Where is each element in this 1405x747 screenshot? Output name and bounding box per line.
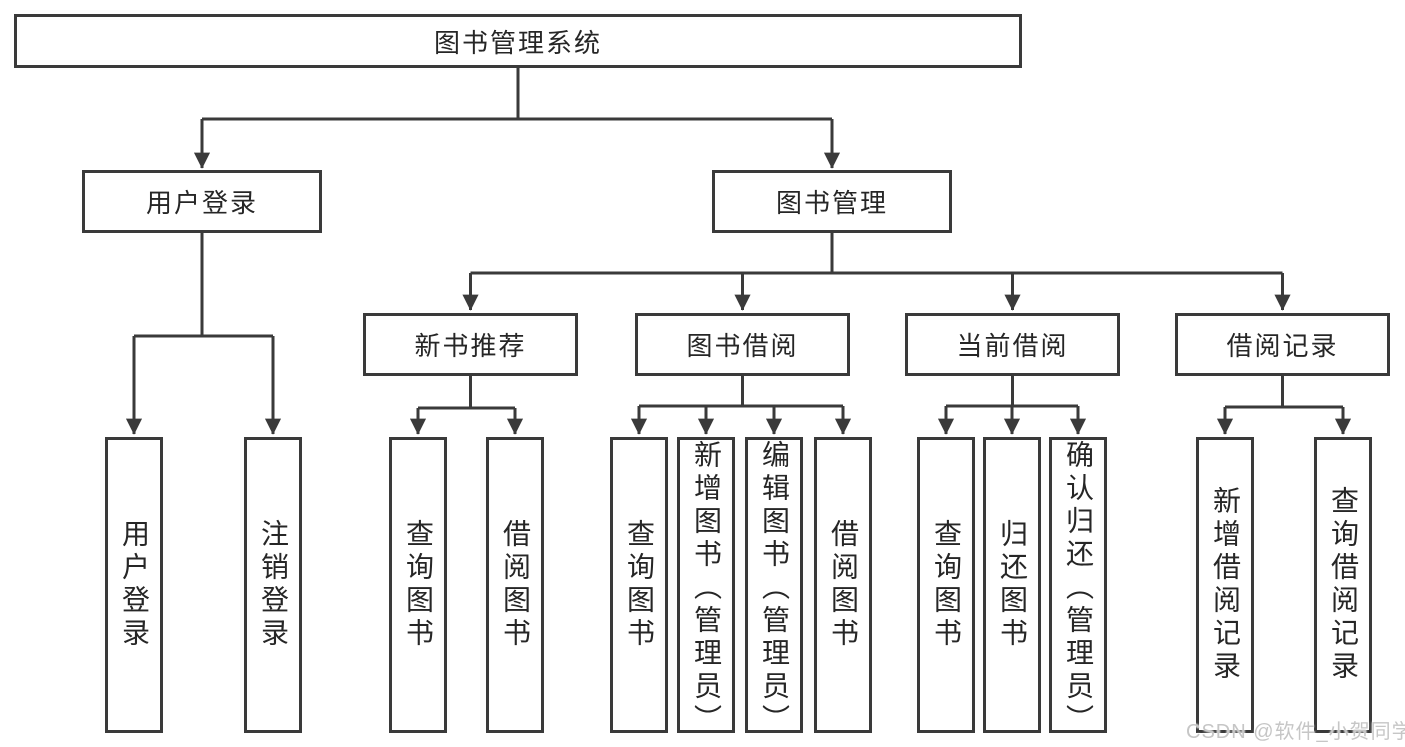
leaf-user-login: 用户登录	[105, 437, 163, 733]
connector-book-mgmt	[470, 231, 1283, 275]
leaf-cb-query-books: 查询图书	[917, 437, 975, 733]
node-book-mgmt: 图书管理	[712, 170, 952, 233]
leaf-br-add-record: 新增借阅记录	[1196, 437, 1254, 733]
leaf-logout: 注销登录	[244, 437, 302, 733]
node-root: 图书管理系统	[14, 14, 1022, 68]
leaf-bb-edit-book-admin: 编辑图书（管理员）	[745, 437, 803, 737]
leaf-bb-borrow-books: 借阅图书	[814, 437, 872, 733]
node-borrow-records: 借阅记录	[1175, 313, 1390, 376]
connector-new-book	[418, 374, 515, 410]
leaf-nb-borrow-books: 借阅图书	[486, 437, 544, 733]
leaf-bb-query-books: 查询图书	[610, 437, 668, 733]
leaf-bb-add-book-admin: 新增图书（管理员）	[677, 437, 735, 737]
connector-book-borrow	[639, 374, 843, 408]
leaf-cb-return-books: 归还图书	[983, 437, 1041, 733]
leaf-nb-query-books: 查询图书	[389, 437, 447, 733]
leaf-cb-confirm-return-admin: 确认归还（管理员）	[1049, 437, 1107, 737]
csdn-watermark: CSDN @软件_小贺同学	[1186, 721, 1405, 743]
node-book-borrow: 图书借阅	[635, 313, 850, 376]
connector-user-login	[134, 231, 273, 338]
node-user-login: 用户登录	[82, 170, 322, 233]
node-new-book-recommend: 新书推荐	[363, 313, 578, 376]
leaf-br-query-record: 查询借阅记录	[1314, 437, 1372, 733]
node-current-borrow: 当前借阅	[905, 313, 1120, 376]
connector-borrow-records	[1225, 374, 1343, 409]
connector-current-borrow	[946, 374, 1078, 408]
connector-root	[202, 66, 832, 121]
